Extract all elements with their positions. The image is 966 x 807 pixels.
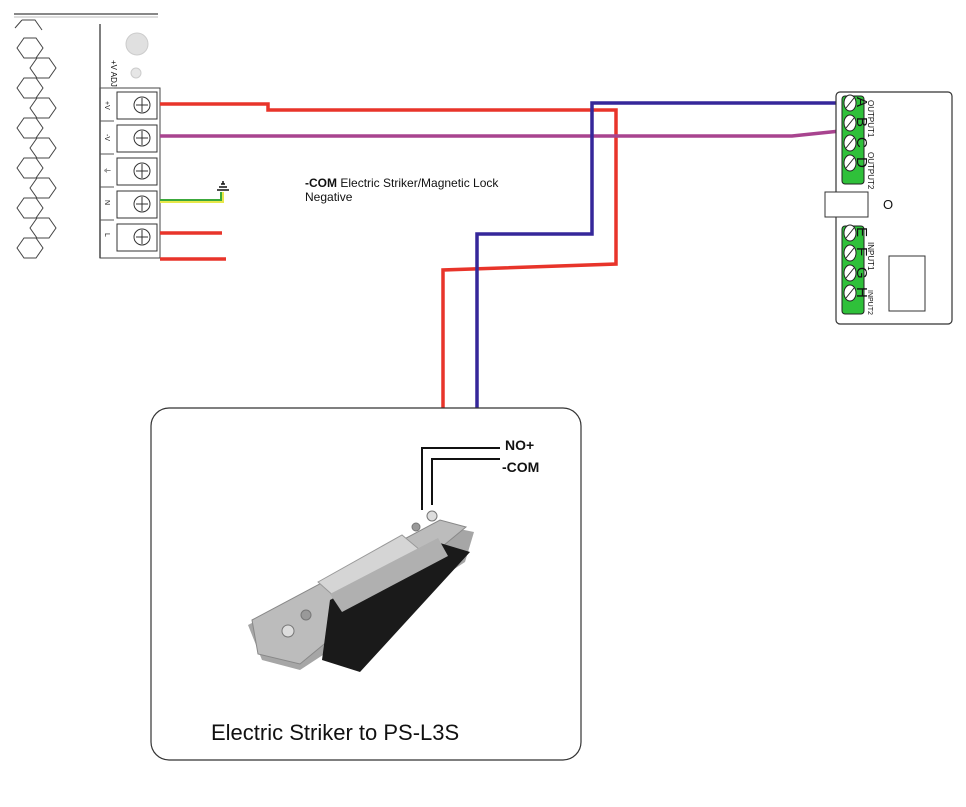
v-adj-label: +V ADJ [109,60,118,87]
no-plus-label: NO+ [505,437,535,453]
wire-ground-green [160,192,222,201]
display-component [888,255,926,312]
ps-terminal-label: -V [103,134,110,141]
power-supply: +V ADJ +V -V ⏚ N L [14,13,161,259]
controller-terminal-label: C [853,137,870,148]
ps-terminal[interactable]: N [100,186,158,219]
ps-terminal-label: L [103,233,110,237]
controller-terminal[interactable]: F [843,244,870,262]
wire-com [475,101,850,458]
controller-terminal-label: E [853,227,870,237]
input1-label: INPUT1 [866,242,875,271]
v-adj-knob[interactable] [125,32,149,79]
input2-label: INPUT2 [866,290,873,315]
striker-leads [421,447,500,510]
ps-terminal-label: N [103,200,110,205]
controller-board: A B C D E F G H OUTPUT1 OUTPUT2 INPUT1 I… [824,91,953,325]
controller-terminal-label: B [853,117,870,127]
ps-terminal[interactable]: +V [100,87,158,120]
com-note: -COM Electric Striker/Magnetic Lock Nega… [305,176,545,204]
wire-minus-v [160,128,851,138]
electric-striker-image [248,510,474,672]
ps-terminal-label: +V [103,101,110,110]
controller-terminal-label: F [853,247,870,256]
controller-terminal-label: H [853,287,870,298]
honeycomb-vent [14,19,57,259]
controller-terminal[interactable]: G [843,264,870,282]
output1-label: OUTPUT1 [866,100,875,138]
controller-terminal-label: G [853,267,870,279]
indicator-label: O [883,197,893,212]
ps-terminal-label: ⏚ [103,167,111,174]
controller-terminal[interactable]: H [843,284,870,302]
ps-terminal[interactable]: -V [100,120,158,153]
relay-component [824,191,869,218]
controller-terminal-label: D [853,157,870,168]
com-label: -COM [502,459,540,475]
controller-terminal[interactable]: B [843,114,870,132]
controller-terminal-label: A [853,97,870,107]
com-note-text: Electric Striker/Magnetic Lock [340,176,499,190]
terminal-block-frame [99,87,161,259]
ground-symbol-icon [217,181,229,191]
controller-terminal[interactable]: D [843,154,870,172]
diagram-caption: Electric Striker to PS-L3S [211,720,460,745]
controller-terminal[interactable]: A [843,94,870,112]
ps-terminal[interactable]: L [100,219,158,252]
controller-terminal[interactable]: C [843,134,870,152]
ps-terminal[interactable]: ⏚ [100,153,158,186]
wire-plus-v [160,102,618,448]
output2-label: OUTPUT2 [866,152,875,190]
wires [160,101,851,458]
controller-terminal[interactable]: E [843,224,870,242]
com-note-line2: Negative [305,190,353,204]
com-note-bold: -COM [305,176,337,190]
